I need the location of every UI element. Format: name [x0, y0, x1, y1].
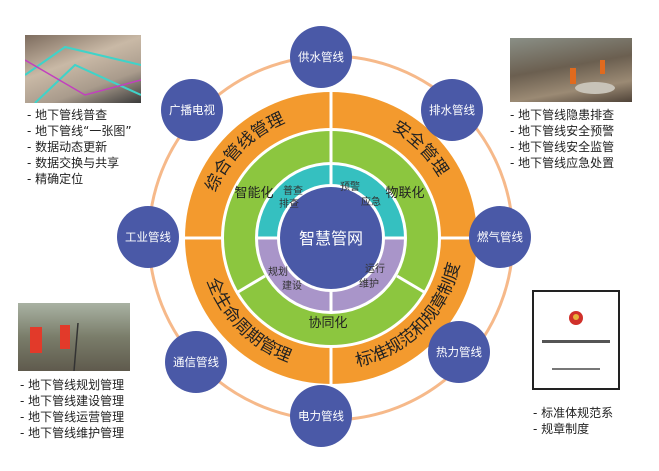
pipeline-node: 燃气管线 — [469, 206, 531, 268]
pipeline-node: 供水管线 — [290, 26, 352, 88]
list-item: 地下管线普查 — [27, 107, 132, 123]
excavation-site-photo — [510, 38, 632, 102]
pipeline-node: 排水管线 — [421, 79, 483, 141]
pipeline-3d-map-photo — [25, 35, 141, 103]
inner-label: 排查 — [279, 197, 299, 210]
list-top-right: 地下管线隐患排查 地下管线安全预警 地下管线安全监管 地下管线应急处置 — [510, 107, 614, 171]
list-item: 地下管线隐患排查 — [510, 107, 614, 123]
pipeline-node: 电力管线 — [290, 385, 352, 447]
node-circle — [165, 331, 227, 393]
inner-label: 预警 — [340, 180, 360, 193]
node-label: 热力管线 — [436, 345, 482, 359]
list-item: 地下管线建设管理 — [20, 393, 124, 409]
inner-label: 维护 — [359, 277, 379, 290]
list-item: 地下管线运营管理 — [20, 409, 124, 425]
middle-label-collab: 协同化 — [308, 316, 347, 331]
survey-workers-photo — [18, 303, 130, 371]
node-label: 燃气管线 — [477, 230, 523, 244]
list-item: 规章制度 — [533, 421, 613, 437]
list-item: 地下管线安全预警 — [510, 123, 614, 139]
node-label: 排水管线 — [429, 103, 475, 117]
list-item: 地下管线“一张图” — [27, 123, 131, 139]
regulation-document-image — [532, 290, 620, 390]
pipeline-node: 热力管线 — [428, 321, 490, 383]
center-label: 智慧管网 — [299, 229, 363, 248]
node-label: 工业管线 — [125, 230, 171, 244]
list-item: 标准体规范系 — [533, 405, 613, 421]
list-bottom-left: 地下管线规划管理 地下管线建设管理 地下管线运营管理 地下管线维护管理 — [20, 377, 124, 441]
list-item: 数据动态更新 — [27, 139, 132, 155]
list-top-left: 地下管线普查 地下管线“一张图” 数据动态更新 数据交换与共享 精确定位 — [27, 107, 132, 187]
pipeline-node: 工业管线 — [117, 206, 179, 268]
center-circle — [280, 187, 382, 289]
list-item: 地下管线规划管理 — [20, 377, 124, 393]
list-item: 数据交换与共享 — [27, 155, 132, 171]
node-circle — [421, 79, 483, 141]
list-item: 地下管线安全监管 — [510, 139, 614, 155]
pipeline-node: 通信管线 — [165, 331, 227, 393]
node-circle — [428, 321, 490, 383]
node-circle — [290, 385, 352, 447]
inner-label: 普查 — [283, 184, 303, 197]
middle-label-smart: 智能化 — [234, 186, 273, 201]
node-label: 电力管线 — [298, 409, 344, 423]
node-circle — [117, 206, 179, 268]
list-bottom-right: 标准体规范系 规章制度 — [533, 405, 613, 437]
node-label: 供水管线 — [298, 50, 344, 64]
inner-label: 运行 — [365, 262, 385, 275]
pipeline-node: 广播电视 — [161, 79, 223, 141]
inner-label: 建设 — [282, 279, 302, 292]
list-item: 地下管线维护管理 — [20, 425, 124, 441]
inner-label: 应急 — [361, 195, 381, 208]
node-circle — [469, 206, 531, 268]
list-item: 地下管线应急处置 — [510, 155, 614, 171]
list-item: 精确定位 — [27, 171, 132, 187]
middle-label-iot: 物联化 — [385, 186, 424, 201]
node-circle — [161, 79, 223, 141]
inner-label: 规划 — [268, 265, 288, 278]
node-label: 通信管线 — [173, 355, 219, 369]
node-circle — [290, 26, 352, 88]
dividers — [185, 92, 477, 384]
node-label: 广播电视 — [169, 103, 215, 117]
